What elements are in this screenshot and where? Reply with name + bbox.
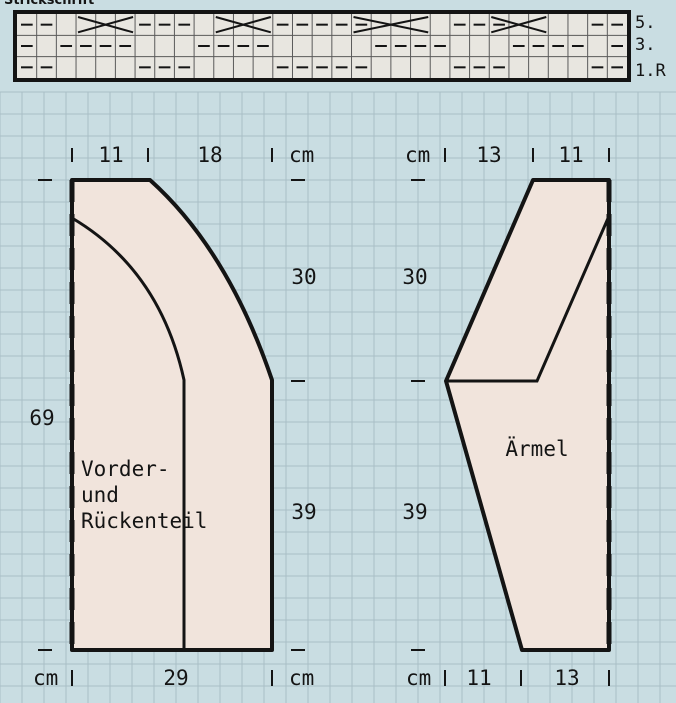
sleeve-bottom-unit: cm: [406, 666, 431, 690]
sleeve-top-unit: cm: [405, 143, 430, 167]
cable-cross: [490, 16, 547, 34]
sleeve-bottom-ticks: [444, 670, 610, 686]
sleeve-inner-line: [446, 215, 611, 383]
sleeve-upper-height: 30: [402, 265, 427, 289]
cable-cross: [353, 16, 429, 34]
body-top-ticks: [71, 148, 273, 162]
sleeve-piece: [444, 178, 612, 652]
body-top-width-neck: 11: [98, 143, 123, 167]
body-bottom-ticks: [71, 670, 273, 686]
row-label-5: 5.: [635, 13, 655, 33]
body-piece: [69, 178, 274, 652]
body-top-width-shoulder: 18: [197, 143, 222, 167]
body-bottom-unit-right: cm: [289, 666, 314, 690]
sleeve-top-ticks: [444, 148, 610, 162]
stitch-chart-title: Strickschrift: [4, 0, 94, 8]
sleeve-bottom-width-right: 13: [554, 666, 579, 690]
body-total-height: 69: [29, 406, 54, 430]
stitch-chart: [13, 10, 631, 82]
body-lower-height: 39: [291, 500, 316, 524]
row-label-3: 3.: [635, 35, 655, 55]
body-label-line-2: und: [81, 483, 119, 507]
sleeve-top-width-left: 13: [476, 143, 501, 167]
cable-cross: [215, 16, 272, 34]
sleeve-outline: [444, 178, 611, 652]
body-bottom-width: 29: [163, 666, 188, 690]
sleeve-label: Ärmel: [505, 436, 568, 461]
body-upper-height: 30: [291, 265, 316, 289]
stitch-chart-cells: [17, 14, 627, 78]
body-height-ticks: [38, 179, 305, 651]
body-bottom-unit-left: cm: [33, 666, 58, 690]
sleeve-lower-height: 39: [402, 500, 427, 524]
sleeve-height-ticks: [411, 179, 425, 651]
body-label-line-1: Vorder-: [81, 457, 170, 481]
row-label-1: 1.R: [635, 61, 666, 81]
body-label-line-3: Rückenteil: [81, 509, 207, 533]
cable-cross: [77, 16, 134, 34]
sleeve-top-width-right: 11: [558, 143, 583, 167]
sleeve-bottom-width-left: 11: [466, 666, 491, 690]
body-neck-curve: [71, 216, 186, 650]
body-piece-outline: [70, 178, 274, 652]
body-top-unit: cm: [289, 143, 314, 167]
